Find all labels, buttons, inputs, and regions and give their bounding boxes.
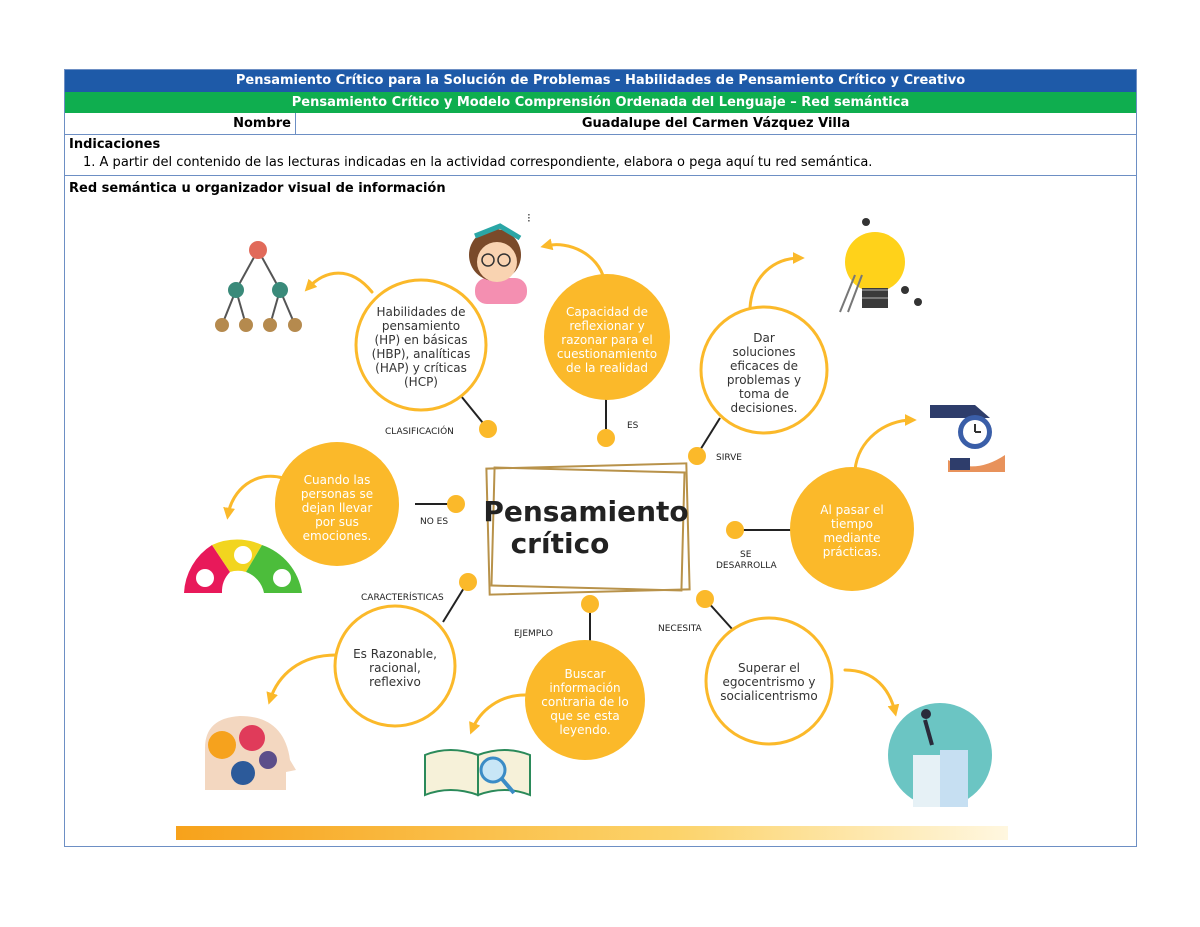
page-subtitle: Pensamiento Crítico y Modelo Comprensión… [291,95,910,110]
soluciones-text-3: eficaces de [730,359,798,373]
capacidad-text-1: Capacidad de [566,305,648,319]
capacidad-text-3: razonar para el [561,333,652,347]
buscar-text-4: que se esta [550,709,620,723]
soluciones-text-4: problemas y [727,373,801,387]
tiempo-text-1: Al pasar el [820,503,883,517]
node-emociones-circle [275,442,399,566]
soluciones-text-1: Dar [753,331,775,345]
connector-dots [447,420,744,613]
habilidades-text-6: (HCP) [404,375,438,389]
capacidad-text-4: cuestionamiento [557,347,657,361]
superar-text-2: egocentrismo y [722,675,815,689]
label-clasificacion: CLASIFICACIÓN [385,425,454,437]
arrows [223,238,917,735]
node-tiempo-circle [790,467,914,591]
center-title-line-1: Pensamiento [483,495,688,528]
buscar-text-5: leyendo. [559,723,610,737]
svg-text:⁝: ⁝ [527,211,531,225]
subtitle-bar: Pensamiento Crítico y Modelo Comprensión… [65,92,1136,113]
habilidades-text-1: Habilidades de [376,305,465,319]
emociones-text-5: emociones. [303,529,372,543]
emociones-text-4: por sus [315,515,359,529]
habilidades-text-5: (HAP) y críticas [375,361,467,375]
center-title-line-2: crítico [511,527,610,560]
razonable-text-3: reflexivo [369,675,421,689]
mood-gauge-icon [184,539,302,593]
label-se: SE [740,550,752,560]
node-superar-circle [704,616,834,746]
razonable-text-1: Es Razonable, [353,647,437,661]
node-capacidad-circle [544,274,670,400]
label-necesita: NECESITA [658,624,703,634]
razonable-text-2: racional, [369,661,421,675]
worksheet: Pensamiento Crítico para la Solución de … [64,69,1137,847]
name-value: Guadalupe del Carmen Vázquez Villa [581,116,851,131]
habilidades-text-2: pensamiento [382,319,460,333]
instructions-item-1: 1. A partir del contenido de las lectura… [83,155,873,170]
emociones-text-1: Cuando las [304,473,371,487]
instructions-row: Indicaciones 1. A partir del contenido d… [65,135,1136,176]
section-title: Red semántica u organizador visual de in… [69,181,446,196]
node-buscar-circle [525,640,645,760]
node-soluciones-circle [699,305,829,435]
label-es: ES [627,421,639,431]
label-no-es: NO ES [420,517,448,527]
soluciones-text-6: decisiones. [731,401,798,415]
label-ejemplo: EJEMPLO [514,629,553,639]
name-row: Nombre Guadalupe del Carmen Vázquez Vill… [65,113,1136,135]
head-gears-icon [205,716,296,790]
buscar-text-2: información [549,681,620,695]
title-bar: Pensamiento Crítico para la Solución de … [65,70,1136,92]
node-habilidades-circle [354,278,488,412]
emociones-text-3: dejan llevar [302,501,373,515]
soluciones-text-2: soluciones [732,345,795,359]
habilidades-text-3: (HP) en básicas [375,333,468,347]
label-desarrolla: DESARROLLA [716,561,777,571]
emociones-text-2: personas se [301,487,373,501]
name-label: Nombre [65,113,296,134]
section-title-row: Red semántica u organizador visual de in… [65,177,1136,197]
node-razonable-circle [333,604,457,728]
label-caracteristicas: CARACTERÍSTICAS [361,591,444,603]
hierarchy-icon [215,241,302,332]
soluciones-text-5: toma de [739,387,789,401]
hand-clock-icon [930,405,1005,472]
buscar-text-3: contraria de lo [541,695,628,709]
center-box: Pensamiento crítico [483,462,691,596]
tiempo-text-4: prácticas. [823,545,882,559]
book-magnifier-icon [424,749,531,797]
capacidad-text-5: de la realidad [566,361,648,375]
footer-bar [176,826,1008,840]
instructions-heading: Indicaciones [69,137,161,152]
buscar-text-1: Buscar [565,667,606,681]
page-title: Pensamiento Crítico para la Solución de … [235,73,966,88]
label-sirve: SIRVE [716,453,742,463]
climber-icon [888,703,992,807]
tiempo-text-2: tiempo [831,517,873,531]
thinking-girl-icon: ⁝ [469,211,531,304]
habilidades-text-4: (HBP), analíticas [372,347,471,361]
lightbulb-team-icon [839,218,922,313]
superar-text-1: Superar el [738,661,800,675]
superar-text-3: socialicentrismo [720,689,817,703]
capacidad-text-2: reflexionar y [569,319,644,333]
tiempo-text-3: mediante [823,531,880,545]
